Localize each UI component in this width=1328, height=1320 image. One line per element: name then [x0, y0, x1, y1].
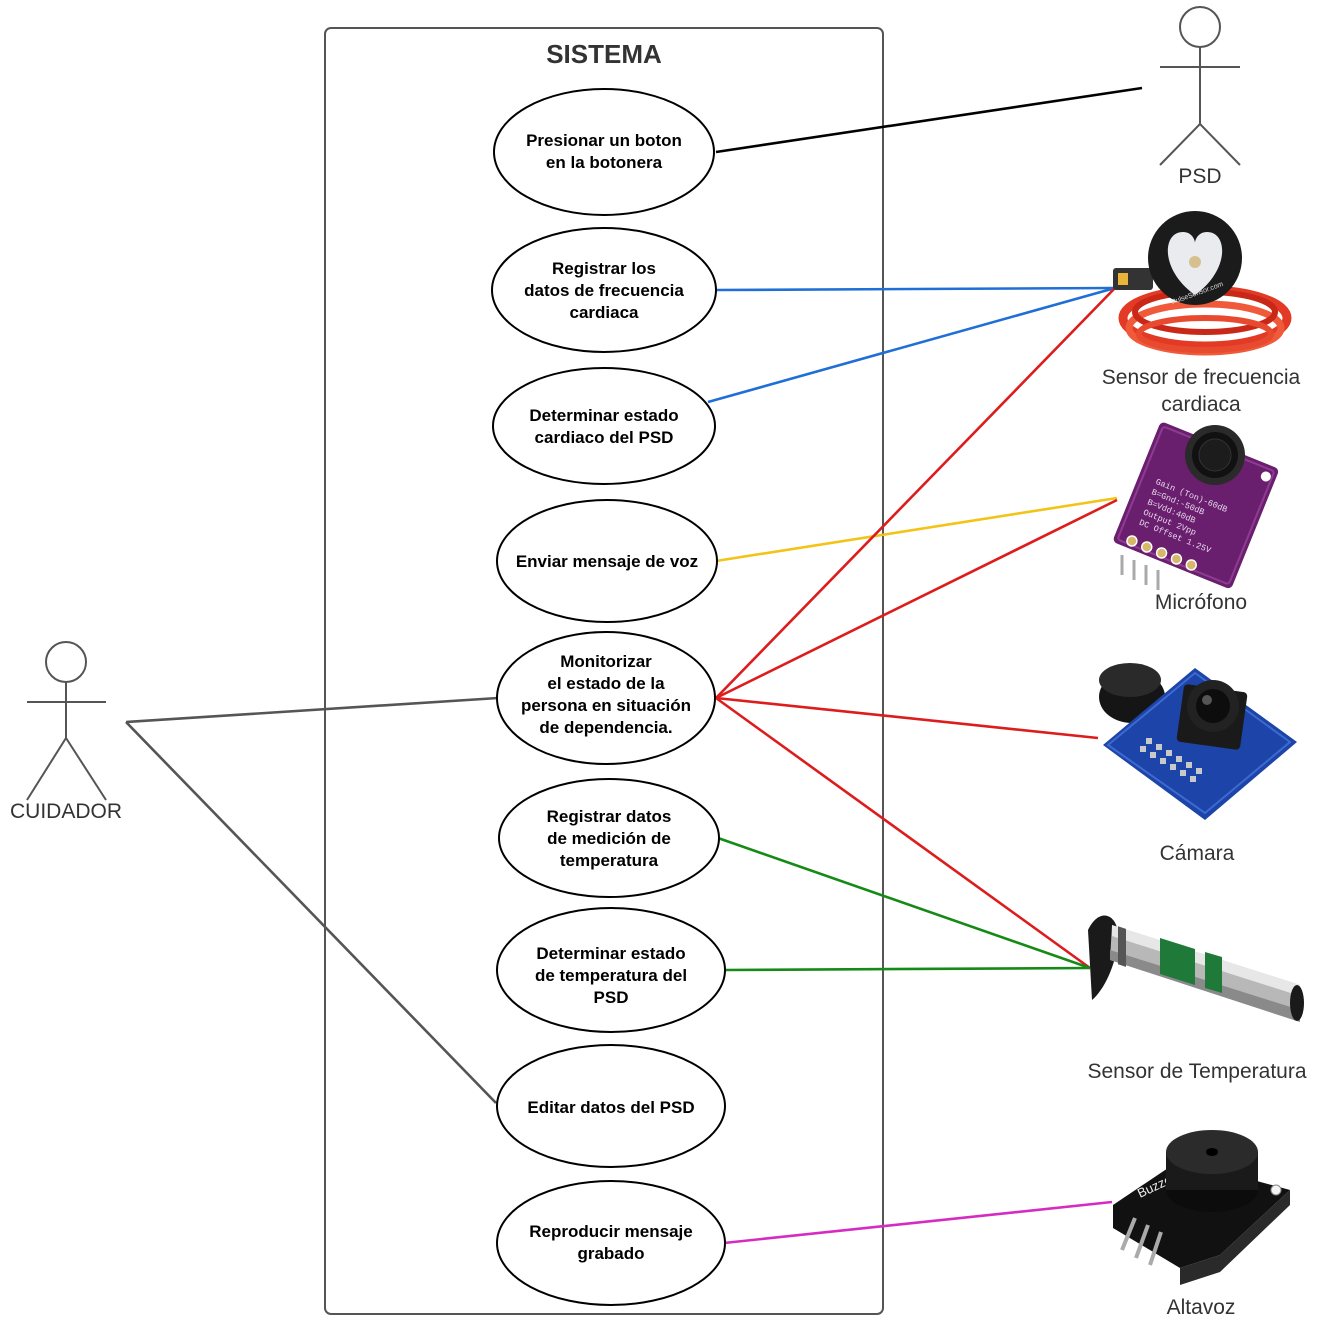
link-speaker-reproducir — [723, 1200, 1113, 1245]
link-psd-presionar — [715, 86, 1143, 154]
uc-reproducir[interactable] — [496, 1180, 726, 1306]
microphone-label: Micrófono — [1155, 591, 1247, 614]
uc-registrar-temperatura[interactable] — [498, 778, 720, 898]
uc-determinar-cardiaco[interactable] — [492, 367, 716, 485]
link-cuidador-editar — [125, 721, 497, 1104]
link-monitor-heart — [715, 287, 1116, 699]
link-temp-registrar — [717, 836, 1091, 970]
link-temp-determinar — [723, 966, 1091, 972]
camera-image — [1099, 663, 1297, 820]
psd-head-icon — [1179, 6, 1221, 48]
uc-determinar-temperatura[interactable] — [496, 907, 726, 1033]
link-monitor-mic — [715, 498, 1118, 700]
temperature-sensor-label: Sensor de Temperatura — [1087, 1060, 1306, 1083]
cuidador-head-icon — [45, 641, 87, 683]
actor-psd-label: PSD — [1178, 165, 1221, 188]
uc-editar-datos[interactable] — [496, 1044, 726, 1168]
uc-registrar-frecuencia[interactable] — [491, 227, 717, 353]
system-boundary — [324, 27, 884, 1315]
speaker-image: Buzzer — [1113, 1130, 1290, 1285]
speaker-label: Altavoz — [1167, 1296, 1236, 1319]
uc-enviar-voz-label: Enviar mensaje de voz — [516, 552, 698, 571]
camera-label: Cámara — [1160, 842, 1235, 865]
heart-sensor-image: PulseSensor.com — [1113, 211, 1292, 356]
uc-presionar-boton[interactable] — [493, 88, 715, 216]
uc-enviar-voz[interactable] — [496, 499, 718, 623]
link-monitor-camera — [715, 696, 1099, 740]
actor-cuidador — [26, 641, 107, 801]
actor-cuidador-label: CUIDADOR — [10, 800, 122, 823]
link-heart-registrar — [715, 286, 1116, 292]
link-cuidador-monitorizar — [125, 696, 499, 724]
actor-psd — [1159, 6, 1241, 166]
system-title: SISTEMA — [546, 39, 662, 69]
uc-monitorizar[interactable] — [496, 631, 716, 765]
microphone-image: Gain (Ton)-60dB B=Gnd:-50dB B=Vdd:40dB O… — [1113, 422, 1279, 590]
associations — [125, 86, 1143, 1245]
link-mic-enviar — [715, 496, 1118, 563]
link-heart-determinar — [707, 286, 1116, 404]
use-cases — [491, 88, 726, 1306]
uc-editar-datos-label: Editar datos del PSD — [527, 1098, 694, 1117]
temperature-sensor-image — [1088, 915, 1304, 1022]
link-monitor-temp — [715, 696, 1091, 970]
